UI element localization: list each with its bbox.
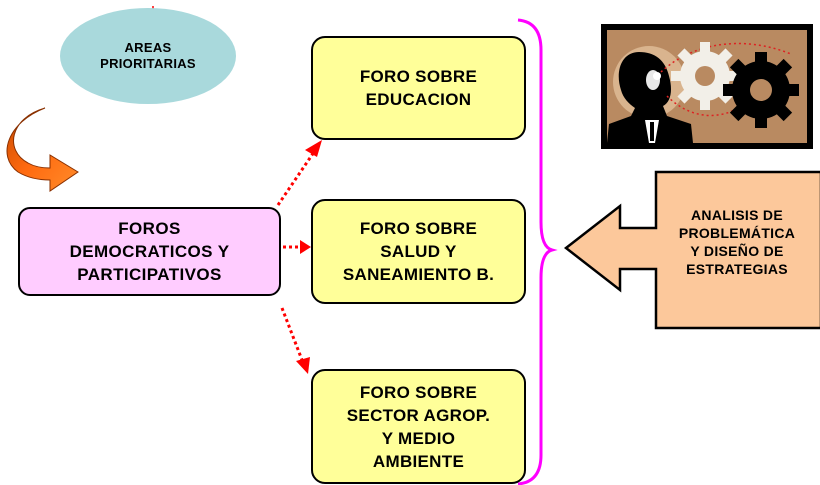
dotted-arrow-to-education (276, 140, 322, 206)
forum-line: Y MEDIO (381, 428, 456, 448)
gear-icon (671, 42, 739, 110)
forum-health-box: FORO SOBRE SALUD Y SANEAMIENTO B. (311, 199, 526, 304)
forum-line: FORO SOBRE (359, 219, 478, 238)
dotted-arrow-to-health (283, 240, 311, 254)
analysis-left-arrow (563, 170, 820, 330)
democratic-forums-box: FOROS DEMOCRATICOS Y PARTICIPATIVOS (18, 207, 281, 296)
main-box-line-3: PARTICIPATIVOS (77, 265, 222, 284)
main-box-line-1: FOROS (118, 219, 181, 238)
forum-line: SALUD Y (380, 242, 457, 261)
grouping-brace (517, 18, 558, 485)
forum-education-box: FORO SOBRE EDUCACION (311, 36, 526, 140)
priority-areas-oval: AREAS PRIORITARIAS (60, 8, 236, 104)
forum-line: FORO SOBRE (359, 67, 478, 86)
analysis-line: Y DISEÑO DE (690, 243, 784, 259)
main-box-line-2: DEMOCRATICOS Y (69, 242, 230, 261)
forum-agro-environment-box: FORO SOBRE SECTOR AGROP. Y MEDIO AMBIENT… (311, 369, 526, 484)
forum-line: AMBIENTE (372, 451, 465, 471)
gear-icon (723, 52, 799, 128)
analysis-arrow-label: ANALISIS DE PROBLEMÁTICA Y DISEÑO DE EST… (648, 206, 820, 278)
oval-line-2: PRIORITARIAS (100, 56, 196, 71)
strategy-gears-picture (601, 24, 813, 149)
forum-line: SANEAMIENTO B. (342, 265, 495, 284)
analysis-line: PROBLEMÁTICA (678, 225, 796, 241)
forum-line: FORO SOBRE (359, 382, 478, 402)
dotted-arrow-to-agro (280, 307, 310, 374)
analysis-line: ESTRATEGIAS (686, 261, 788, 277)
person-silhouette-icon (607, 52, 693, 143)
curved-arrow-icon (6, 107, 79, 192)
oval-line-1: AREAS (124, 40, 172, 55)
forum-line: SECTOR AGROP. (346, 405, 491, 425)
analysis-line: ANALISIS DE (691, 207, 783, 223)
forum-line: EDUCACION (365, 90, 472, 109)
